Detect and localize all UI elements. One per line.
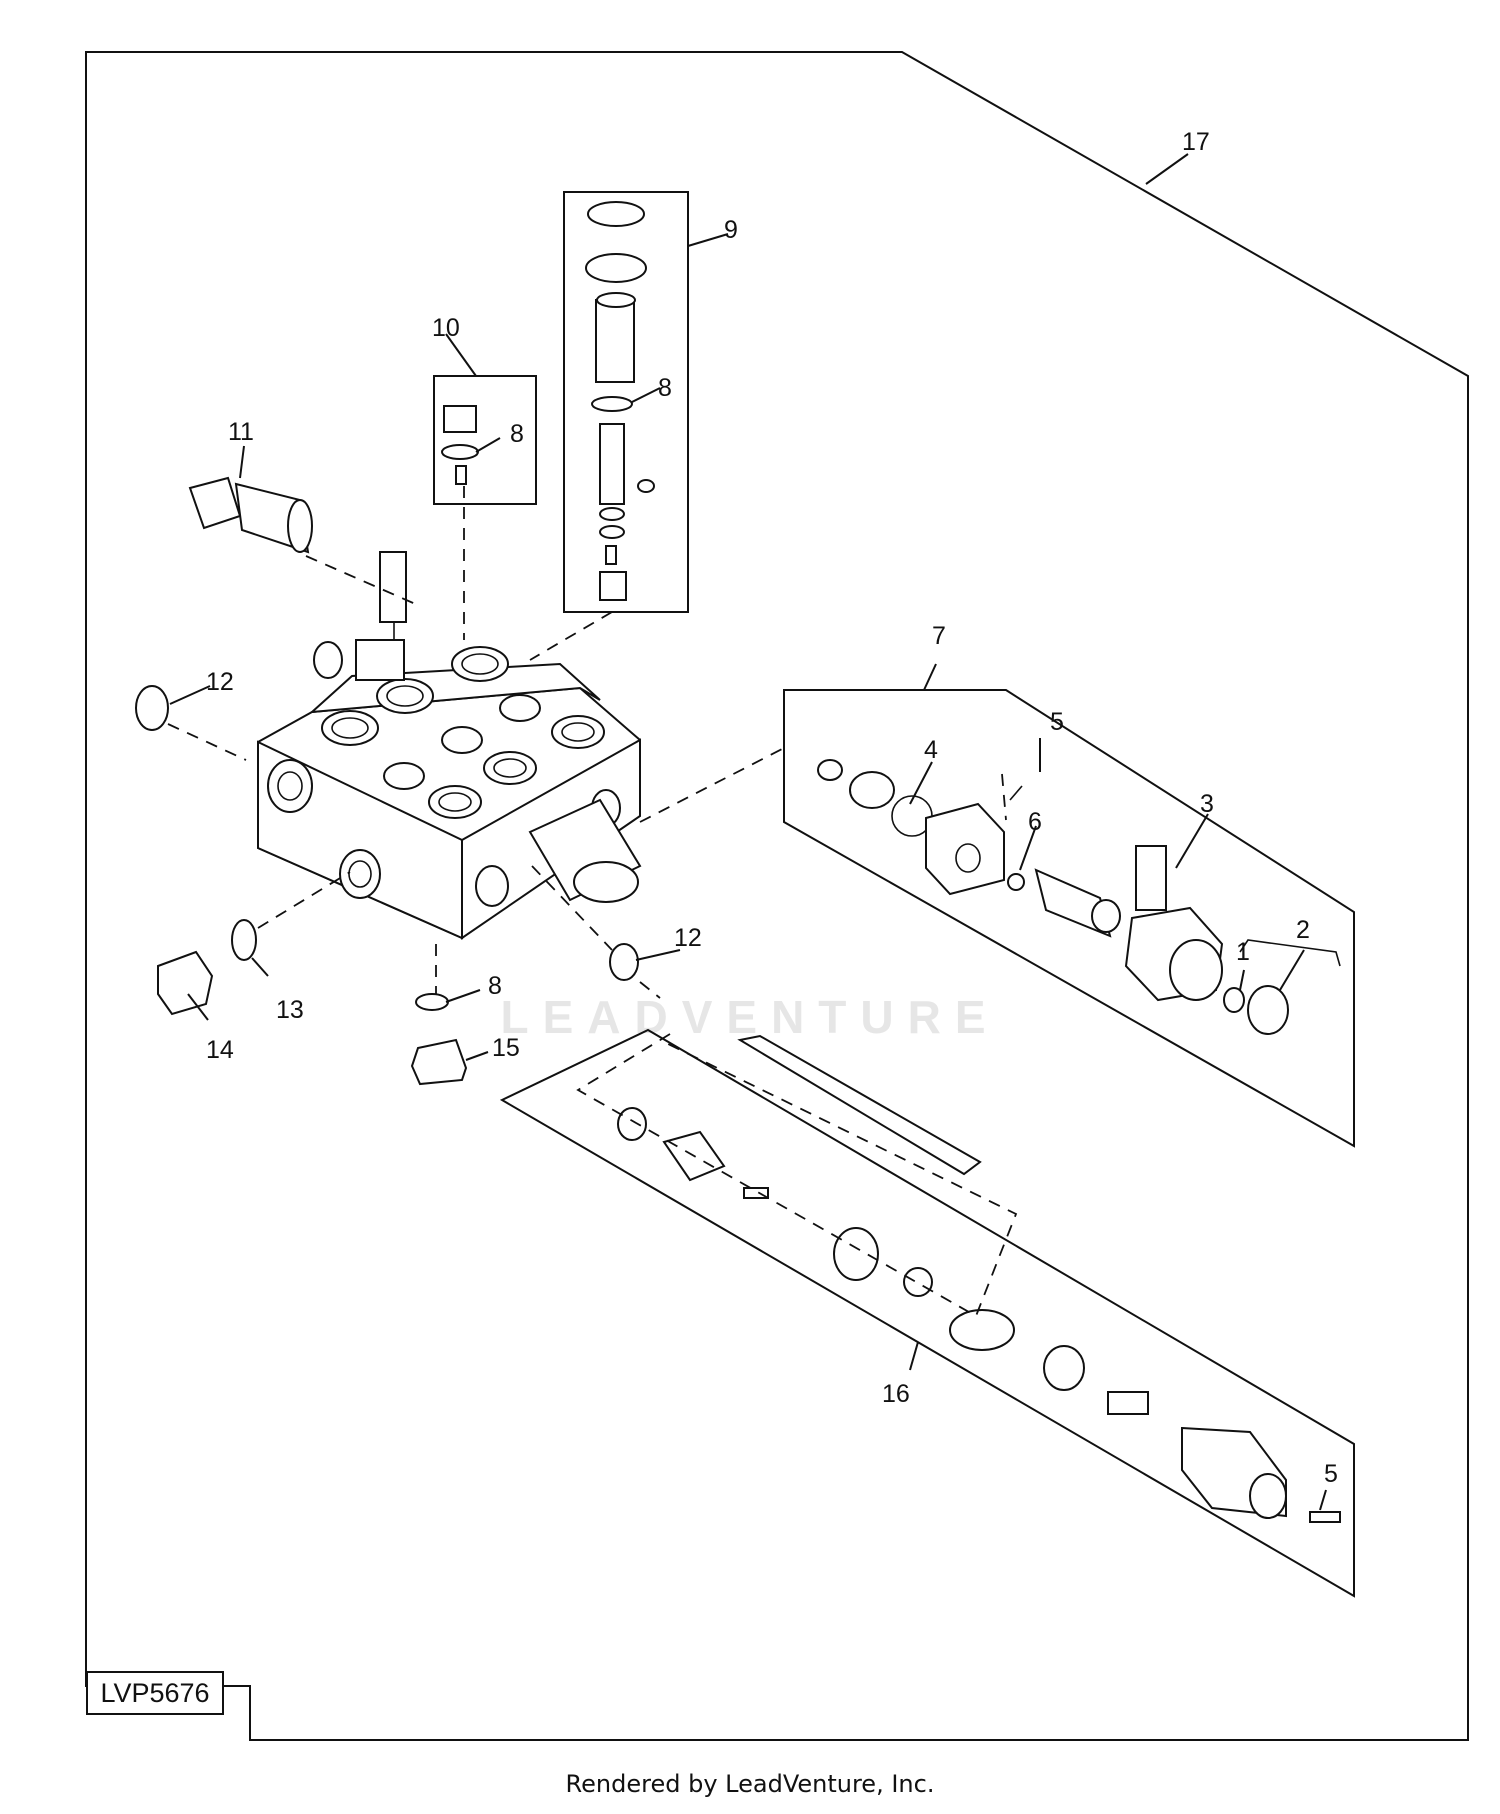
callout-5: 5 [1324,1460,1338,1488]
callout-1: 1 [1236,938,1250,966]
callout-11: 11 [228,418,254,446]
callout-14: 14 [206,1036,234,1064]
callout-4: 4 [924,736,938,764]
callout-6: 6 [1028,808,1042,836]
part-16-spool-group [617,1034,1341,1523]
reference-code: LVP5676 [86,1671,224,1715]
callout-16: 16 [882,1380,910,1408]
valve-body [257,551,642,940]
part-9-relief-stack [585,201,655,601]
leader-lines [169,153,1327,1511]
part-14-plug [157,950,214,1016]
callout-17: 17 [1182,128,1210,156]
watermark: LEADVENTURE [500,991,1000,1043]
callout-10: 10 [432,314,460,342]
group-box-9 [563,191,689,613]
callout-3: 3 [1200,790,1214,818]
callout-9: 9 [724,216,738,244]
part-15-plug [410,1038,468,1086]
part-11-cartridge [188,476,313,554]
assembly-lines [167,486,1018,1318]
callout-12: 12 [206,668,234,696]
group-box-10 [433,375,537,505]
callout-8: 8 [510,420,524,448]
part-10-plug [441,405,479,485]
part-8-oring-bottom [415,993,449,1011]
part-7-solenoid-group [817,759,1341,1035]
callout-2: 2 [1296,916,1310,944]
callout-8: 8 [488,972,502,1000]
callout-5: 5 [1050,708,1064,736]
part-12-oring-left [135,685,169,731]
callout-7: 7 [932,622,946,650]
callout-12: 12 [674,924,702,952]
footer-credit: Rendered by LeadVenture, Inc. [565,1770,935,1798]
group-box-7 [783,689,1355,1148]
callouts: 17 9 8 10 8 11 12 7 4 5 6 3 1 2 12 13 14… [206,128,1338,1488]
callout-15: 15 [492,1034,520,1062]
callout-8: 8 [658,374,672,402]
part-13-oring [231,919,257,961]
callout-13: 13 [276,996,304,1024]
part-12-oring-right [609,943,639,981]
group-box-16 [499,1028,1355,1598]
